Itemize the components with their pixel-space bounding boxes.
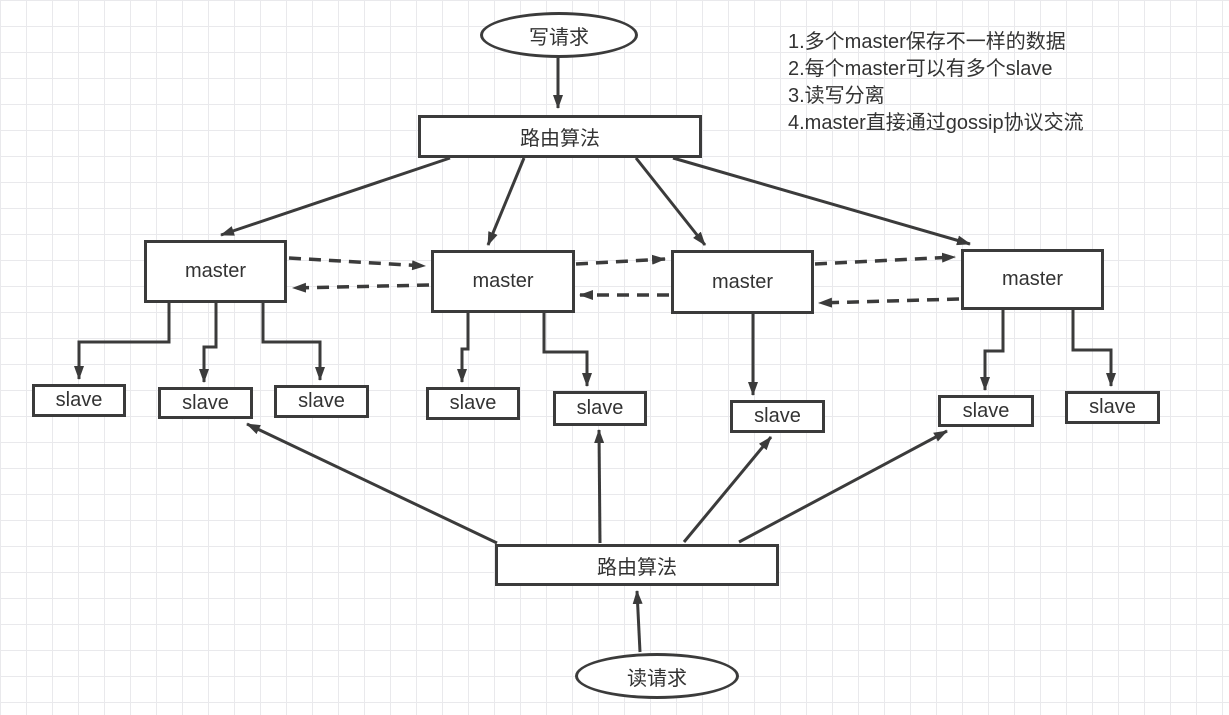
slave8-label: slave <box>1089 396 1136 418</box>
slave7-box: slave <box>938 395 1034 427</box>
edge-top-router-to-master4 <box>672 156 971 246</box>
edge-gossip-master2-to-master3 <box>575 254 666 266</box>
slave3-box: slave <box>274 385 369 418</box>
slave1-label: slave <box>55 389 103 411</box>
top-router-box: 路由算法 <box>418 115 702 158</box>
edge-master2-to-slave4 <box>457 313 470 383</box>
write-request-ellipse: 写请求 <box>480 12 638 58</box>
slave4-label: slave <box>449 392 497 414</box>
master3-box: master <box>671 250 814 314</box>
master2-box: master <box>431 250 575 313</box>
bottom-router-box: 路由算法 <box>495 544 779 586</box>
edge-bottom-router-to-slave5 <box>594 429 605 544</box>
write-request-label: 写请求 <box>529 26 589 49</box>
edge-gossip-master4-to-master3 <box>818 297 960 308</box>
edge-master4-to-slave7 <box>980 310 1005 391</box>
edge-top-router-to-master1 <box>220 156 451 237</box>
read-request-label: 读请求 <box>627 667 687 690</box>
slave6-label: slave <box>754 405 801 427</box>
edge-top-router-to-master3 <box>634 157 707 246</box>
edge-bottom-router-to-slave7 <box>738 429 948 544</box>
edge-read-to-bottom-router <box>632 590 643 653</box>
master4-box: master <box>961 249 1104 310</box>
master1-label: master <box>184 260 247 282</box>
slave2-label: slave <box>182 391 229 414</box>
slave4-box: slave <box>426 387 520 420</box>
note-line-3: 3.读写分离 <box>788 85 885 107</box>
slave8-box: slave <box>1065 391 1160 424</box>
edge-master1-to-slave3 <box>261 303 325 381</box>
slave3-label: slave <box>298 390 345 412</box>
master2-label: master <box>472 270 534 292</box>
note-line-1: 1.多个master保存不一样的数据 <box>788 31 1066 53</box>
slave5-box: slave <box>553 391 647 426</box>
note-line-2: 2.每个master可以有多个slave <box>788 58 1053 80</box>
edge-gossip-master1-to-master2 <box>288 256 426 271</box>
master1-box: master <box>144 240 287 303</box>
master3-label: master <box>711 270 774 293</box>
edge-bottom-router-to-slave6 <box>682 436 773 543</box>
edge-gossip-master3-to-master4 <box>814 252 956 266</box>
annotation-notes: 1.多个master保存不一样的数据 2.每个master可以有多个slave … <box>788 29 1084 137</box>
edge-master4-to-slave8 <box>1071 310 1116 387</box>
edge-master1-to-slave1 <box>74 303 171 380</box>
edge-bottom-router-to-slave2 <box>246 422 498 545</box>
slave1-box: slave <box>32 384 126 417</box>
edge-top-router-to-master2 <box>486 157 526 246</box>
slave7-label: slave <box>962 399 1010 422</box>
top-router-label: 路由算法 <box>520 128 600 150</box>
edge-gossip-master2-to-master1 <box>292 282 430 293</box>
slave6-box: slave <box>730 400 825 433</box>
edge-master2-to-slave5 <box>542 313 592 387</box>
read-request-ellipse: 读请求 <box>575 653 739 699</box>
edge-master1-to-slave2 <box>199 303 218 383</box>
slave2-box: slave <box>158 387 253 419</box>
bottom-router-label: 路由算法 <box>597 556 677 579</box>
master4-label: master <box>1001 268 1064 290</box>
note-line-4: 4.master直接通过gossip协议交流 <box>788 112 1084 134</box>
slave5-label: slave <box>576 397 624 419</box>
